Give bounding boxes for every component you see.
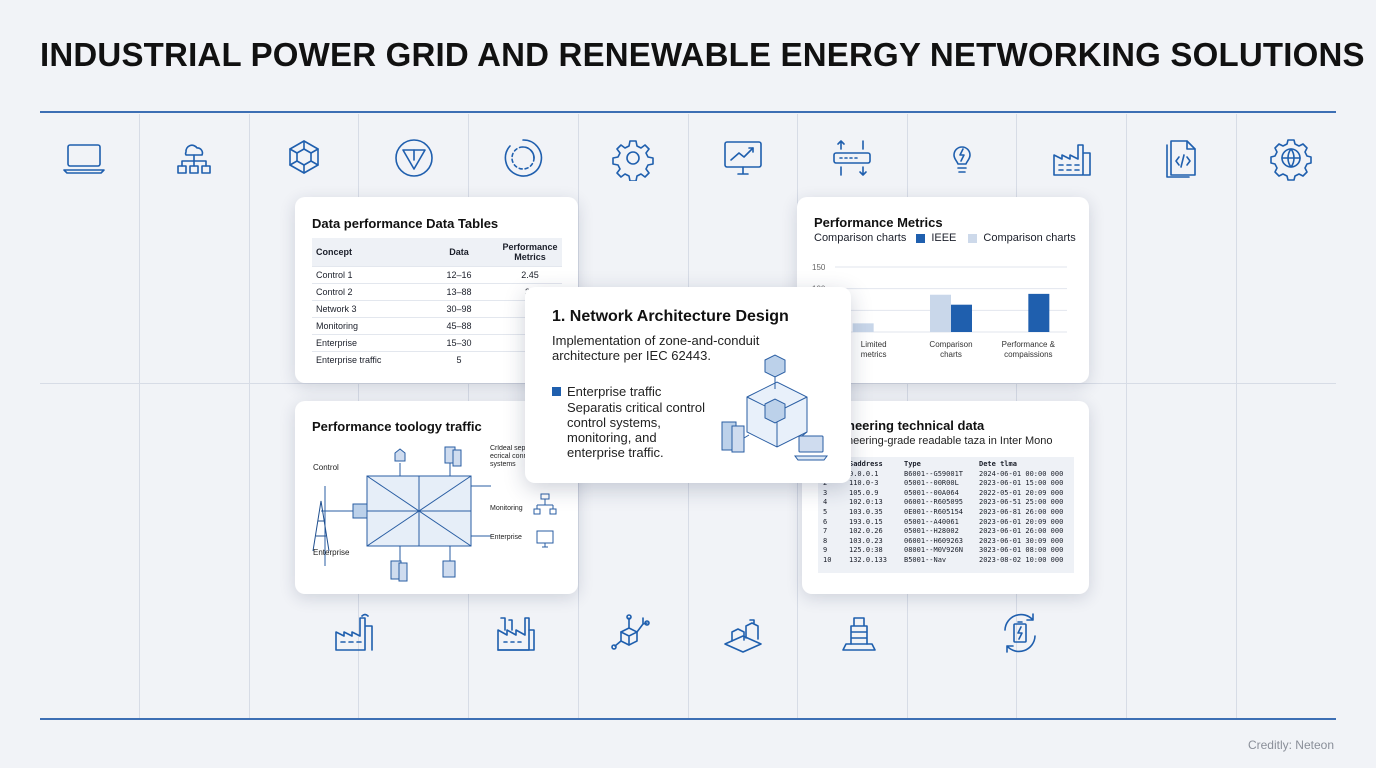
legend-swatch [968, 233, 978, 243]
laptop-icon [61, 135, 107, 181]
bullet-text: Separatis critical control control syste… [567, 400, 705, 460]
globe-gear-icon [1268, 135, 1314, 181]
factory-plant-icon [493, 610, 539, 656]
listing-header: Saddress Type Dete tlma [849, 460, 1017, 468]
legend-label: Comparison charts [983, 232, 1076, 244]
table-cell: 5 [420, 351, 498, 368]
bullet-title: Enterprise traffic [567, 384, 662, 399]
label-monitoring: Monitoring [490, 505, 523, 512]
industrial-machine-icon [720, 610, 766, 656]
gear-icon [610, 135, 656, 182]
label-enterprise: Enterprise [313, 548, 350, 557]
table-cell: Enterprise [312, 334, 420, 352]
code-document-icon [1158, 135, 1204, 181]
lightbulb-icon [939, 135, 985, 181]
network-architecture-card: 1. Network Architecture Design Implement… [525, 287, 851, 483]
card-title: Performance Metrics [814, 215, 943, 230]
y-tick-label: 150 [812, 263, 826, 272]
card-title: Data performance Data Tables [312, 216, 499, 231]
legend-label: Comparison charts [814, 232, 907, 244]
architecture-illustration [721, 354, 828, 461]
x-tick-label: Comparison [929, 340, 972, 349]
top-rule [40, 111, 1336, 113]
chart-bar [852, 323, 874, 332]
transformer-icon [836, 610, 882, 656]
factory-icon [1049, 135, 1095, 181]
table-cell: 30–98 [420, 300, 498, 318]
table-cell: 12–16 [420, 266, 498, 284]
x-tick-label: metrics [861, 350, 887, 359]
table-cell: Monitoring [312, 317, 420, 335]
chart-bar [1028, 293, 1050, 332]
column-header: Performance Metrics [498, 238, 562, 267]
table-cell: Network 3 [312, 300, 420, 318]
topology-diagram: Control Enterprise Monitoring Enterprise… [312, 445, 557, 582]
table-cell: Enterprise traffic [312, 351, 420, 368]
data-table: Concept Data Performance Metrics Control… [312, 238, 562, 368]
table-cell: Control 1 [312, 266, 420, 284]
label-critical: Crldeal separate ecrical conrrol systems [490, 445, 542, 468]
label-control: Control [313, 463, 339, 472]
page-title: INDUSTRIAL POWER GRID AND RENEWABLE ENER… [40, 36, 1365, 73]
card-title: Performance toology traffic [312, 419, 482, 434]
table-cell: Control 2 [312, 283, 420, 301]
credit-text: Creditly: Neteon [1247, 738, 1334, 752]
column-header: Concept [312, 238, 420, 267]
bar-chart: 150100LimitedmetricsComparisonchartsPerf… [812, 263, 1067, 359]
legend-label: IEEE [931, 232, 957, 244]
switch-icon [829, 135, 875, 181]
cloud-network-icon [171, 135, 217, 181]
shield-arrow-icon [391, 135, 437, 181]
table-cell: 13–88 [420, 283, 498, 301]
refresh-circle-icon [500, 135, 546, 181]
chart-bar [951, 304, 972, 332]
card-heading: 1. Network Architecture Design [552, 308, 789, 325]
factory-icon [331, 610, 377, 656]
card-subtitle: neering-grade readable taza in Inter Mon… [847, 435, 1053, 447]
table-row: Network 330–9812 [312, 300, 562, 318]
bottom-rule [40, 718, 1336, 720]
chart-bar [930, 294, 951, 332]
x-tick-label: charts [940, 350, 962, 359]
bullet-square-icon [552, 387, 561, 396]
x-tick-label: Performance & [1002, 340, 1056, 349]
hexagon-network-icon [281, 135, 327, 181]
engineering-data-card: neering technical data neering-grade rea… [802, 401, 1089, 594]
label-enterprise-right: Enterprise [490, 534, 522, 541]
legend-swatch [916, 233, 926, 243]
table-cell: 15–30 [420, 334, 498, 352]
monitor-chart-icon [720, 135, 766, 181]
network-cube-icon [607, 610, 653, 656]
card-intro: Implementation of zone-and-conduit archi… [552, 333, 760, 363]
chart-legend: Comparison charts IEEE Comparison charts [814, 232, 1076, 244]
card-title: neering technical data [847, 418, 985, 433]
battery-cycle-icon [997, 610, 1043, 656]
table-cell: 2.45 [498, 266, 562, 284]
x-tick-label: compaissions [1004, 350, 1052, 359]
table-cell: 45–88 [420, 317, 498, 335]
x-tick-label: Limited [861, 340, 887, 349]
column-header: Data [420, 238, 498, 267]
